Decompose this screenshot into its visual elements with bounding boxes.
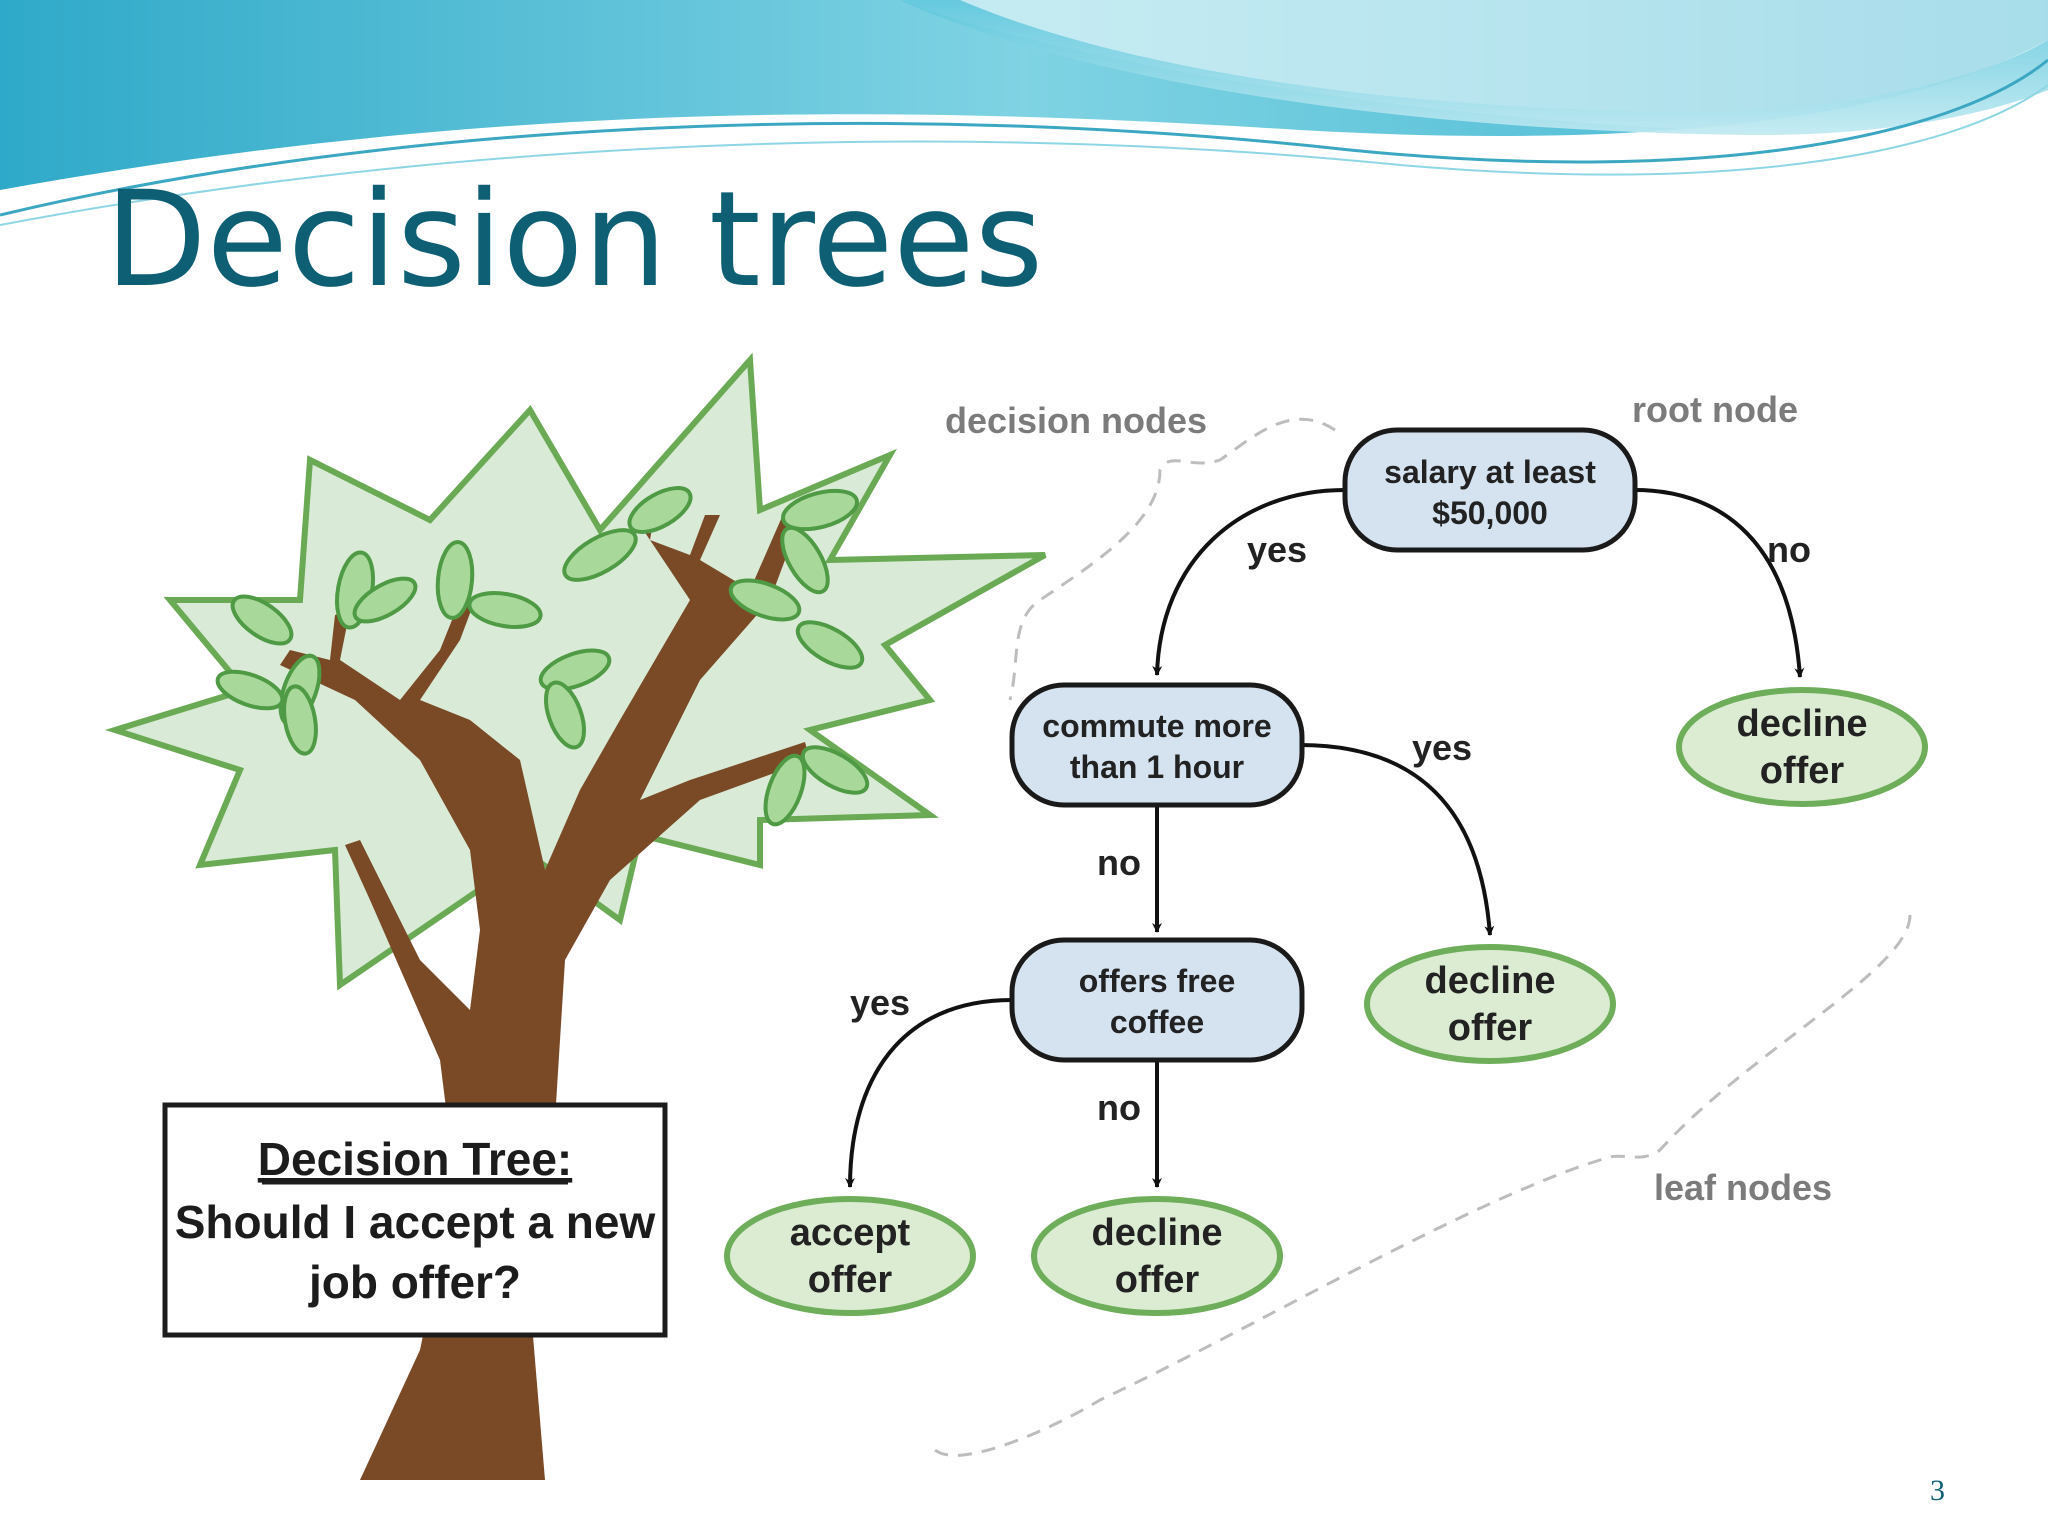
root-node-label: root node: [1632, 389, 1798, 430]
decision-node-commute-line-2: than 1 hour: [1070, 749, 1244, 785]
edge-salary-no: [1634, 488, 1805, 678]
leaf-node-decline-3: decline offer: [1031, 1196, 1283, 1316]
decision-node-salary-line-2: $50,000: [1432, 495, 1548, 531]
leaf-node-decline-2-line-1: decline: [1425, 960, 1556, 1002]
page-number: 3: [1930, 1474, 1945, 1507]
edge-label-commute-yes: yes: [1412, 727, 1472, 768]
decision-node-salary-line-1: salary at least: [1384, 454, 1596, 490]
edge-commute-yes: [1299, 743, 1495, 936]
edge-label-coffee-yes: yes: [850, 982, 910, 1023]
edge-label-coffee-no: no: [1097, 1087, 1141, 1128]
decision-node-commute: commute more than 1 hour: [1009, 682, 1305, 808]
leaf-node-decline-2: decline offer: [1364, 944, 1616, 1064]
leaf-node-decline-1-line-2: offer: [1760, 750, 1845, 792]
tree-edges: [845, 488, 1805, 1188]
edge-coffee-yes: [845, 998, 1013, 1188]
leaf-nodes-label: leaf nodes: [1654, 1167, 1832, 1208]
question-sign: Decision Tree: Should I accept a new job…: [162, 1102, 668, 1338]
decision-node-salary: salary at least $50,000: [1342, 427, 1638, 553]
slide-title: Decision trees: [105, 163, 1043, 317]
decision-nodes-label: decision nodes: [945, 400, 1207, 441]
decision-node-commute-line-1: commute more: [1042, 708, 1271, 744]
decision-node-coffee: offers free coffee: [1009, 937, 1305, 1063]
tree-trunk: [280, 510, 810, 1480]
sign-line-2: job offer?: [308, 1256, 521, 1308]
decision-node-coffee-line-1: offers free: [1079, 963, 1236, 999]
leaf-node-decline-3-line-2: offer: [1115, 1259, 1200, 1301]
leaf-node-accept-line-1: accept: [790, 1212, 911, 1254]
header-wave: [0, 0, 2048, 226]
edge-label-salary-no: no: [1767, 529, 1811, 570]
decision-node-coffee-line-2: coffee: [1110, 1004, 1204, 1040]
sign-heading: Decision Tree:: [258, 1133, 572, 1185]
leaf-node-decline-1-line-1: decline: [1737, 703, 1868, 745]
leaf-node-decline-3-line-1: decline: [1092, 1212, 1223, 1254]
tree-leaves: [215, 486, 870, 827]
edge-salary-yes: [1152, 488, 1346, 676]
leaf-node-decline-1: decline offer: [1676, 687, 1928, 807]
leaf-node-accept-line-2: offer: [808, 1259, 893, 1301]
annotation-braces: [934, 417, 1912, 1457]
edge-label-commute-no: no: [1097, 842, 1141, 883]
tree-illustration: Decision Tree: Should I accept a new job…: [104, 352, 1047, 1480]
leaf-node-accept: accept offer: [724, 1196, 976, 1316]
edge-label-salary-yes: yes: [1247, 529, 1307, 570]
leaf-node-decline-2-line-2: offer: [1448, 1007, 1533, 1049]
sign-line-1: Should I accept a new: [175, 1196, 656, 1248]
